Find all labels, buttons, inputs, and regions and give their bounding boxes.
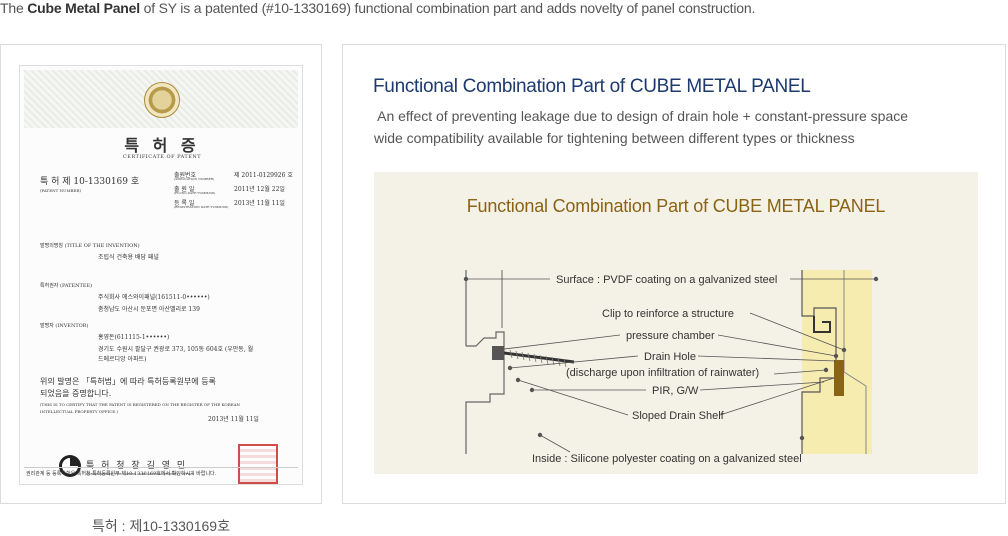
description-line-2: wide compatibility available for tighten… (374, 130, 855, 146)
filing-date: 2011년 12월 22일 (234, 186, 285, 193)
statement-line-1: 위의 발명은 「특허법」에 따라 특허등록원부에 등록 (40, 377, 216, 386)
patent-number-en: (PATENT NUMBER) (40, 188, 81, 193)
drain-shelf-part (834, 360, 844, 396)
certificate-title: 특 허 증 (124, 136, 200, 155)
inventor-label: 발명자 (INVENTOR) (40, 323, 89, 329)
right-panel-outline (801, 270, 837, 454)
invention-title: 조립식 건축용 배담 패널 (98, 254, 159, 261)
label-pressure-chamber: pressure chamber (626, 330, 715, 342)
application-label-en: (APPLICATION NUMBER) (174, 177, 215, 181)
inventor-address-2: 드메르디앙 아파트) (98, 356, 147, 363)
registration-label-en: (REGISTRATION DATE:YY/MM/DD) (174, 205, 229, 209)
filing-label-en: (FILING DATE:YY/MM/DD) (174, 191, 216, 195)
statement-line-2: 되었음을 증명합니다. (40, 389, 112, 398)
inventor-address-1: 경기도 수원시 팔달구 권광로 373, 105동 604호 (우만동, 월 (98, 346, 254, 353)
right-panel-inner-line (843, 270, 867, 454)
label-sloped-drain-shelf: Sloped Drain Shelf (632, 410, 725, 422)
label-inside: Inside : Silicone polyester coating on a… (532, 453, 802, 465)
certificate-card: 특 허 증 CERTIFICATE OF PATENT 특 허 제 10-133… (0, 44, 322, 504)
patent-certificate-image: 특 허 증 CERTIFICATE OF PATENT 특 허 제 10-133… (19, 65, 303, 485)
invention-label: 발명의명칭 (TITLE OF THE INVENTION) (40, 243, 140, 249)
product-name: Cube Metal Panel (27, 0, 140, 16)
label-pir: PIR, G/W (652, 385, 699, 397)
info-description: An effect of preventing leakage due to d… (374, 105, 908, 149)
leader-lines (463, 276, 879, 453)
application-label: 출원번호 (174, 172, 197, 179)
screw-fastener (492, 346, 575, 368)
description-line-1: An effect of preventing leakage due to d… (374, 108, 909, 124)
patentee-label: 특허권자 (PATENTEE) (40, 283, 93, 289)
registration-date: 2013년 11월 11일 (234, 200, 285, 207)
panel-cross-section-drawing: Surface : PVDF coating on a galvanized s… (463, 270, 879, 465)
kipo-logo-icon (59, 455, 81, 477)
inventor-name: 홍영돈(611115-1••••••) (98, 334, 170, 341)
application-number: 제 2011-0129926 호 (234, 172, 293, 179)
official-stamp (238, 444, 278, 484)
left-panel-outline (465, 270, 505, 454)
intro-text: The Cube Metal Panel of SY is a patented… (0, 0, 756, 16)
filing-label: 출 원 일 (174, 186, 195, 193)
commissioner-title-en: COMMISSIONER, THE KOREAN INTELLECTUAL PR… (86, 472, 194, 476)
clip-part (813, 316, 831, 333)
diagram-title: Functional Combination Part of CUBE META… (466, 196, 886, 216)
label-surface: Surface : PVDF coating on a galvanized s… (556, 274, 777, 286)
commissioner-name: 특 허 청 장 김 영 민 (86, 461, 188, 471)
label-drain-note: (discharge upon infiltration of rainwate… (566, 367, 759, 379)
patentee-address: 충청남도 아산시 둔포면 아산밸리로 139 (98, 306, 200, 313)
certificate-caption: 특허 : 제10-1330169호 (92, 518, 230, 534)
emblem-seal-icon (144, 82, 180, 118)
patent-number: 특 허 제 10-1330169 호 (40, 177, 140, 187)
certificate-footer: 권리관계 등 등록사항은 특허청 특허등록원부 제10-1330169호에서 확… (24, 467, 298, 480)
panel-diagram: Functional Combination Part of CUBE META… (374, 172, 978, 474)
patentee-name: 주식회사 에스와이패널(161511-0••••••) (98, 294, 210, 301)
registration-label: 등 록 일 (174, 200, 195, 207)
statement-en-2: INTELLECTUAL PROPERTY OFFICE.) (40, 409, 119, 414)
certificate-subtitle: CERTIFICATE OF PATENT (122, 154, 202, 160)
label-clip: Clip to reinforce a structure (602, 308, 734, 320)
info-title: Functional Combination Part of CUBE META… (373, 76, 811, 97)
statement-en-1: (THIS IS TO CERTIFY THAT THE PATENT IS R… (40, 402, 241, 407)
issue-date: 2013년 11월 11일 (208, 416, 259, 423)
label-drain-hole: Drain Hole (644, 351, 696, 363)
